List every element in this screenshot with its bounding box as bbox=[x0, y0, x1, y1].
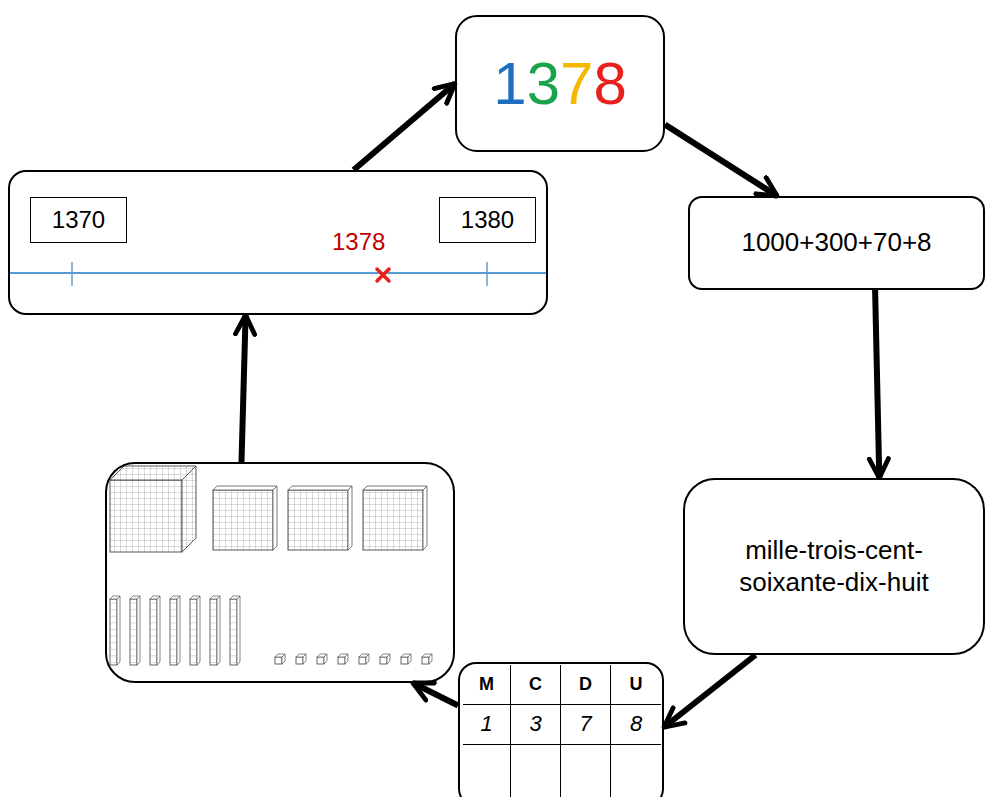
cycle-arrow bbox=[242, 315, 246, 462]
column-header: C bbox=[529, 674, 542, 696]
tick-label-box: 1380 bbox=[439, 197, 536, 243]
box-text: mille-trois-cent-soixante-dix-huit bbox=[705, 535, 963, 597]
table-cell: 1 bbox=[463, 705, 511, 745]
digit: 1 bbox=[493, 50, 526, 117]
cycle-arrow bbox=[665, 125, 777, 196]
table-cell: U bbox=[611, 665, 661, 705]
table-grid: M C D U 1 3 7 8 bbox=[463, 665, 661, 797]
table-cell: C bbox=[511, 665, 561, 705]
table-cell bbox=[511, 745, 561, 797]
column-header: U bbox=[630, 674, 643, 696]
cycle-arrow bbox=[875, 290, 879, 478]
cycle-arrow bbox=[413, 683, 458, 706]
table-cell bbox=[561, 745, 611, 797]
table-cell: 7 bbox=[561, 705, 611, 745]
thousand-cube bbox=[110, 466, 196, 552]
number-text: 1378 bbox=[493, 48, 627, 120]
marked-value: 1378 bbox=[332, 228, 385, 256]
position-cross bbox=[377, 269, 389, 281]
digit-cell: 3 bbox=[529, 711, 541, 737]
cycle-arrow bbox=[354, 84, 455, 171]
number-box: 1378 bbox=[455, 15, 665, 152]
table-cell: M bbox=[463, 665, 511, 705]
table-cell: D bbox=[561, 665, 611, 705]
column-header: D bbox=[579, 674, 592, 696]
table-cell: 3 bbox=[511, 705, 561, 745]
place-value-table: M C D U 1 3 7 8 bbox=[458, 662, 664, 797]
table-cell bbox=[463, 745, 511, 797]
number-line-box: 1378 1370 1380 bbox=[8, 170, 548, 315]
digit-cell: 1 bbox=[480, 711, 492, 737]
column-header: M bbox=[479, 674, 494, 696]
hundred-flats bbox=[213, 486, 427, 550]
digit-cell: 7 bbox=[579, 711, 591, 737]
words-box: mille-trois-cent-soixante-dix-huit bbox=[683, 478, 985, 655]
ten-rods bbox=[110, 596, 240, 665]
number-line bbox=[10, 262, 548, 286]
tick-label-box: 1370 bbox=[30, 197, 127, 243]
table-cell bbox=[611, 745, 661, 797]
decomposition-box: 1000+300+70+8 bbox=[688, 196, 985, 290]
box-text: 1380 bbox=[461, 206, 514, 235]
cycle-arrow bbox=[664, 655, 755, 727]
box-text: 1370 bbox=[52, 206, 105, 235]
unit-cubes bbox=[275, 654, 432, 664]
digit: 7 bbox=[560, 50, 593, 117]
table-cell: 8 bbox=[611, 705, 661, 745]
digit: 3 bbox=[527, 50, 560, 117]
digit: 8 bbox=[593, 50, 626, 117]
box-text: 1000+300+70+8 bbox=[741, 227, 931, 258]
base-ten-blocks-box bbox=[105, 462, 455, 683]
digit-cell: 8 bbox=[630, 711, 642, 737]
